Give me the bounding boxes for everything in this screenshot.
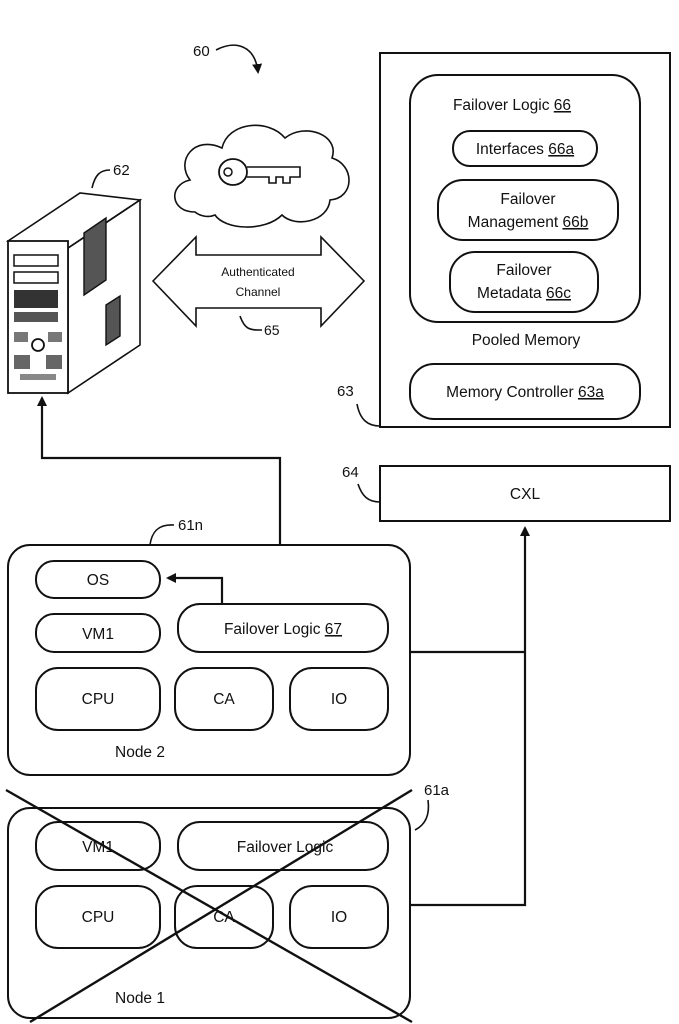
failover-logic-66-label: Failover Logic 66 <box>453 97 571 114</box>
figure-ref-60: 60 <box>193 43 263 74</box>
node2-ca-label: CA <box>213 691 235 708</box>
authenticated-channel: Authenticated Channel 65 <box>151 235 366 338</box>
node2-failover-logic-67-label: Failover Logic 67 <box>224 621 342 638</box>
ref-61a-label: 61a <box>424 782 450 799</box>
failover-management-line1: Failover <box>500 191 555 208</box>
ref-64-leader <box>357 483 381 503</box>
channel-label-line2: Channel <box>236 285 281 299</box>
ref-60-arrow <box>215 44 263 74</box>
node1-failover-logic-box <box>177 821 389 871</box>
ref-62-leader <box>91 169 111 189</box>
channel-double-arrow <box>151 235 366 328</box>
node1-vm1-box <box>35 821 161 871</box>
pooled-memory: 63 Failover Logic 66 Interfaces 66a Fail… <box>337 52 671 428</box>
cxl: CXL 64 <box>342 464 671 522</box>
connector-bus-to-cxl <box>410 526 530 907</box>
node1-cpu-box <box>35 885 161 949</box>
node1-io-label: IO <box>331 909 347 926</box>
node2-failover-logic-67-box <box>177 603 389 653</box>
ref-63-leader <box>356 403 381 427</box>
connector-failover-to-os <box>166 573 224 607</box>
node-1-label: Node 1 <box>115 990 165 1007</box>
node2-os-label: OS <box>87 572 109 589</box>
channel-label-line1: Authenticated <box>221 265 294 279</box>
node2-cpu-label: CPU <box>82 691 115 708</box>
key-icon <box>218 158 301 186</box>
node1-cpu-label: CPU <box>82 909 115 926</box>
ref-65-leader <box>239 315 263 331</box>
cxl-label: CXL <box>510 486 541 503</box>
failover-management-66b-box <box>437 179 619 241</box>
cxl-box <box>379 465 671 522</box>
node2-vm1-box <box>35 613 161 653</box>
memory-controller-63a-box <box>409 363 641 420</box>
ref-60-label: 60 <box>193 43 210 60</box>
node2-io-label: IO <box>331 691 347 708</box>
failover-management-line2: Management 66b <box>468 214 589 231</box>
node1-vm1-label: VM1 <box>82 839 114 856</box>
node2-os-box <box>35 560 161 599</box>
node2-io-box <box>289 667 389 731</box>
pooled-memory-label: Pooled Memory <box>472 332 581 349</box>
ref-63-label: 63 <box>337 383 354 400</box>
ref-62-label: 62 <box>113 162 130 179</box>
node2-cpu-box <box>35 667 161 731</box>
node-2-label: Node 2 <box>115 744 165 761</box>
ref-61n-label: 61n <box>178 517 203 534</box>
failover-metadata-line2: Metadata 66c <box>477 285 571 302</box>
node-2: 61n OS VM1 Failover Logic 67 CPU CA IO N… <box>7 517 411 776</box>
ref-61n-leader <box>149 524 175 546</box>
connector-node2-to-server <box>37 396 282 607</box>
node2-vm1-label: VM1 <box>82 626 114 643</box>
failure-cross-line-2 <box>29 788 413 1024</box>
interfaces-66a-label: Interfaces 66a <box>476 141 575 158</box>
memory-controller-63a-label: Memory Controller 63a <box>446 384 604 401</box>
node2-ca-box <box>174 667 274 731</box>
failover-metadata-line1: Failover <box>496 262 551 279</box>
ref-61a-leader <box>414 799 430 831</box>
node1-io-box <box>289 885 389 949</box>
ref-64-label: 64 <box>342 464 359 481</box>
failover-metadata-66c-box <box>449 251 599 313</box>
interfaces-66a-box <box>452 130 598 167</box>
failure-cross-line-1 <box>5 788 413 1024</box>
cloud-icon <box>174 124 350 228</box>
node1-ca-label: CA <box>213 909 235 926</box>
server-icon: 62 <box>5 162 143 395</box>
ref-65-label: 65 <box>264 322 280 338</box>
node-1: 61a VM1 Failover Logic CPU CA IO Node 1 <box>5 782 450 1024</box>
